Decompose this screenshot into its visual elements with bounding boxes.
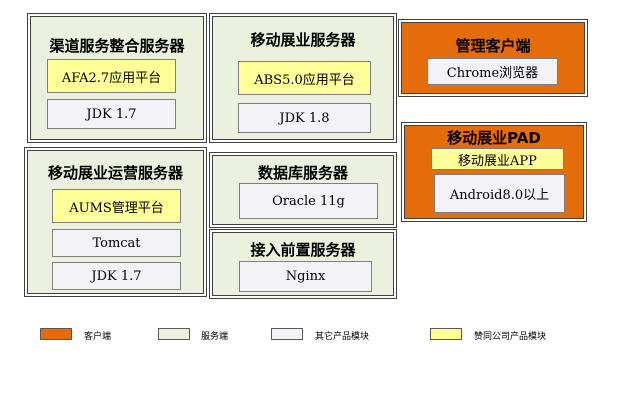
admin-client-title: 管理客户端 [455,37,531,55]
pad-client-title: 移动展业PAD [447,129,541,147]
channel-integration-server-title: 渠道服务整合服务器 [49,37,185,55]
nginx-module: Nginx [239,261,372,292]
legend-swatch-client [40,328,72,340]
jdk-module: JDK 1.7 [52,262,181,290]
tomcat-module: Tomcat [52,229,181,257]
database-server: 数据库服务器 Oracle 11g [209,152,397,228]
aums-platform-module: AUMS管理平台 [52,189,181,223]
admin-client: 管理客户端 Chrome浏览器 [398,19,588,97]
channel-integration-server: 渠道服务整合服务器 AFA2.7应用平台 JDK 1.7 [27,13,207,143]
chrome-browser-module: Chrome浏览器 [427,58,558,85]
gateway-server: 接入前置服务器 Nginx [209,229,397,299]
pad-client: 移动展业PAD 移动展业APP Android8.0以上 [401,122,587,222]
gateway-server-title: 接入前置服务器 [250,241,356,259]
oracle-module: Oracle 11g [239,183,378,219]
mobile-business-server-title: 移动展业服务器 [250,31,356,49]
legend-label-company-product: 赞同公司产品模块 [474,332,547,342]
legend-swatch-server [158,328,190,340]
android-module: Android8.0以上 [434,174,565,213]
legend-swatch-company-product [430,328,462,340]
legend-label-client: 客户端 [84,332,112,342]
database-server-title: 数据库服务器 [257,164,348,182]
mobile-ops-server-title: 移动展业运营服务器 [47,164,183,182]
jdk-module: JDK 1.7 [47,99,176,129]
abs-platform-module: ABS5.0应用平台 [238,61,371,95]
legend-swatch-other-product [271,328,303,340]
mobile-ops-server: 移动展业运营服务器 AUMS管理平台 Tomcat JDK 1.7 [24,147,207,297]
legend-label-other-product: 其它产品模块 [315,332,370,342]
jdk-module: JDK 1.8 [238,103,371,133]
legend-label-server: 服务端 [201,332,229,342]
afa-platform-module: AFA2.7应用平台 [47,59,176,93]
mobile-app-module: 移动展业APP [431,148,564,170]
mobile-business-server: 移动展业服务器 ABS5.0应用平台 JDK 1.8 [209,13,397,143]
